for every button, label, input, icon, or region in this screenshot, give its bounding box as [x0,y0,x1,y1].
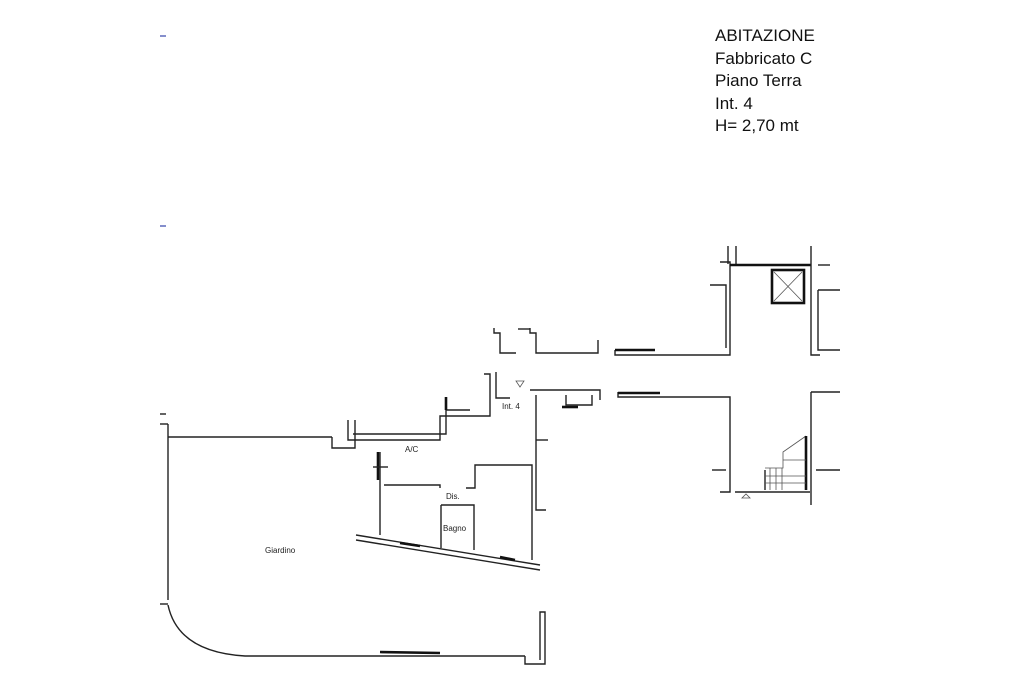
unit-label: Int. 4 [502,402,520,411]
elevator-shaft [770,268,806,305]
title-unit: Int. 4 [715,93,753,113]
title-building: Fabbricato C [715,48,813,68]
room-label-bagno: Bagno [443,524,467,533]
room-label-giardino: Giardino [265,546,296,555]
title-abitazione: ABITAZIONE [715,26,815,45]
title-height: H= 2,70 mt [715,116,799,135]
room-label-dis: Dis. [446,492,460,501]
garden-boundary [160,413,546,665]
apartment-walls [347,328,601,571]
room-label-ac: A/C [405,445,419,454]
stair-core [515,246,840,505]
title-floor: Piano Terra [715,71,802,90]
title-block: ABITAZIONE Fabbricato C Piano Terra Int.… [715,25,815,138]
